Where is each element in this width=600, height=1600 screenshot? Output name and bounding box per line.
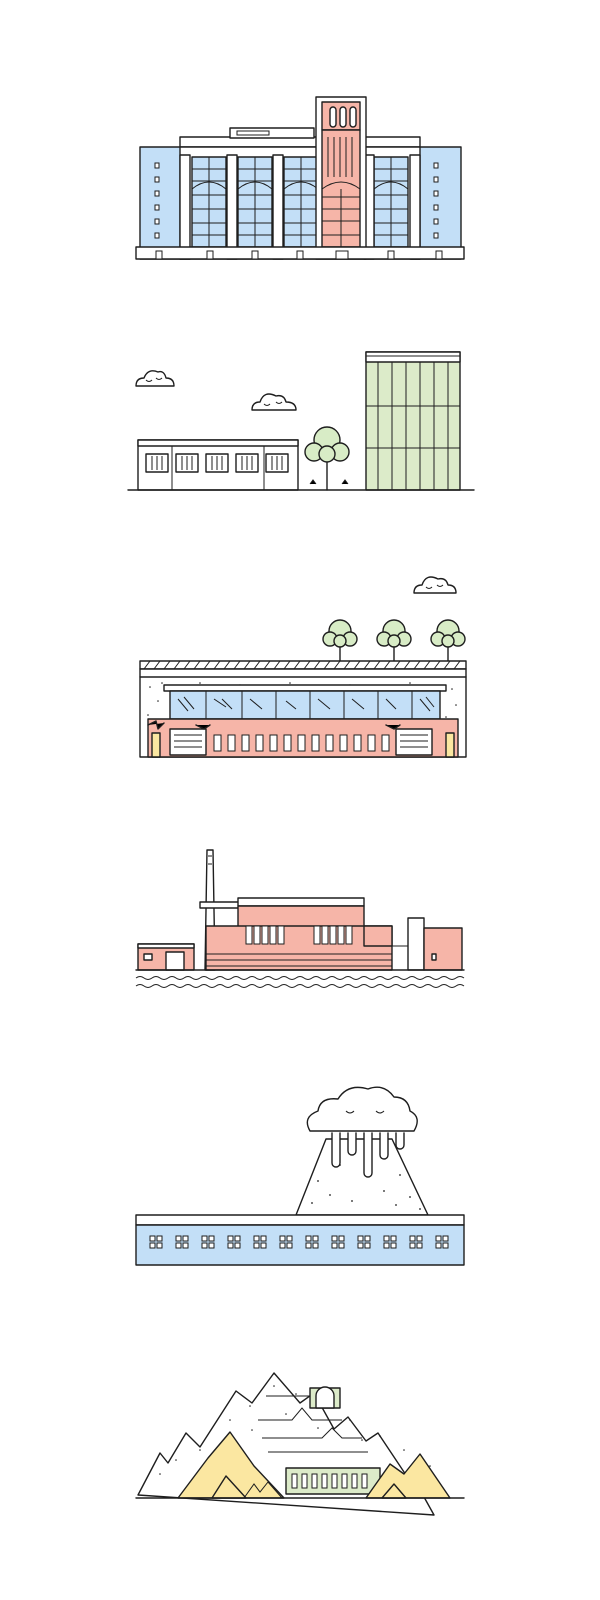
tree-icon	[430, 619, 466, 664]
tree-icon	[304, 426, 350, 491]
office-and-glass-tower	[127, 351, 475, 491]
cloud-icon	[413, 576, 457, 594]
water-waves	[135, 976, 465, 988]
tree-icon	[322, 619, 358, 664]
art-deco-tower-building	[135, 96, 465, 260]
window-bays	[191, 156, 409, 248]
cloud-icon	[306, 1086, 418, 1132]
green-roof-station	[139, 576, 467, 758]
cloud-mountain-long-building	[135, 1086, 465, 1266]
mountain-temple	[135, 1372, 465, 1516]
tree-icon	[376, 619, 412, 664]
cloud-icon	[135, 370, 175, 387]
riverside-factory	[135, 849, 465, 988]
cloud-icon	[251, 393, 297, 411]
